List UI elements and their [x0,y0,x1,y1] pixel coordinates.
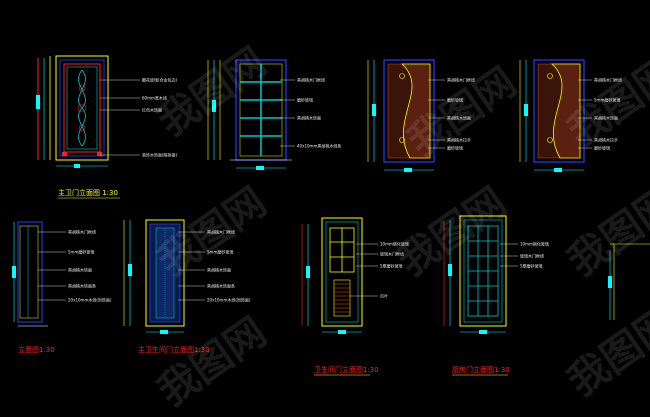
label-v7-2: 玻璃木门框线 [380,251,404,257]
label-v5-3: 黑胡桃木饰面 [68,267,92,273]
label-v7-4: 百叶 [380,293,388,299]
label-v6-2: 5mm磨砂玻璃 [207,249,233,255]
door-elevation-2: 黑胡桃木门框线 磨砂玻璃 黑胡桃木饰面 40x10mm黑胡桃木线条 [207,59,341,170]
label-v7-3: 5厚磨砂玻璃 [380,263,403,269]
door-elevation-3: 黑胡桃木门框线 磨砂玻璃 黑胡桃木饰面 黑胡桃木拉手 磨砂玻璃 [367,59,475,172]
label-v4-1: 黑胡桃木门框线 [594,77,622,83]
label-v8-1: 10mm钢化玻璃 [520,241,549,247]
door-elevation-7: 10mm钢化玻璃 玻璃木门框线 5厚磨砂玻璃 百叶 卫生间门立面图1:30 [301,217,409,376]
label-v3-4: 黑胡桃木拉手 [447,137,471,143]
door-elevation-6: 黑胡桃木门框线 5mm磨砂玻璃 黑胡桃木饰面 黑胡桃木饰面条 20x10mm木线… [123,219,251,354]
label-v4-4: 黑胡桃木拉手 [594,137,618,143]
label-v5-4: 黑胡桃木饰面条 [68,283,96,289]
label-v4-3: 黑胡桃木饰面 [594,115,618,121]
door-elevation-8: 10mm钢化玻璃 玻璃木门框线 5厚磨砂玻璃 厨房门立面图1:30 [443,215,549,376]
title-master-bath-door: 主卫生间门立面图1:30 [138,345,210,354]
label-v6-3: 黑胡桃木饰面 [207,267,231,273]
label-v5-1: 黑胡桃木门框线 [68,229,96,235]
label-v6-4: 黑胡桃木饰面条 [207,283,235,289]
label-v5-2: 5mm磨砂玻璃 [68,249,94,255]
label-v1-4: 装饰木饰面(暗拼接) [142,152,178,158]
label-v3-2: 磨砂玻璃 [447,97,463,103]
title-bathroom-door: 卫生间门立面图1:30 [314,365,379,374]
door-elevation-9-partial [608,243,650,320]
label-v3-1: 黑胡桃木门框线 [447,77,475,83]
label-v6-5: 20x10mm木线(同饰面) [207,297,251,303]
label-v2-4: 40x10mm黑胡桃木线条 [297,143,341,149]
label-v1-1: 雕花玻璃(合金包边) [142,77,178,83]
label-v5-5: 20x10mm木线(同饰面) [68,297,112,303]
label-v3-5: 磨砂玻璃 [447,145,463,151]
label-v8-2: 玻璃木门框线 [520,253,544,259]
title-kitchen-door: 厨房门立面图1:30 [452,365,510,374]
door-elevation-1: 雕花玻璃(合金包边) 60mm宽木线 红色木饰面 装饰木饰面(暗拼接) 主卫门立… [36,55,178,199]
label-v2-1: 黑胡桃木门框线 [297,77,325,83]
label-v4-5: 磨砂玻璃 [594,145,610,151]
label-v7-1: 10mm钢化玻璃 [380,241,409,247]
title-main-bath-door: 主卫门立面图 1:30 [58,188,118,197]
door-elevation-4: 黑胡桃木门框线 5mm磨砂玻璃 黑胡桃木饰面 黑胡桃木拉手 磨砂玻璃 [519,59,622,172]
label-v4-2: 5mm磨砂玻璃 [594,97,620,103]
label-v8-3: 5厚磨砂玻璃 [520,263,543,269]
label-v1-3: 红色木饰面 [142,107,162,113]
label-v1-2: 60mm宽木线 [142,95,167,101]
title-elevation: 立面图1:30 [18,345,55,354]
label-v2-3: 黑胡桃木饰面 [297,115,321,121]
label-v6-1: 黑胡桃木门框线 [207,229,235,235]
label-v2-2: 磨砂玻璃 [297,97,313,103]
label-v3-3: 黑胡桃木饰面 [447,115,471,121]
door-elevation-5: 黑胡桃木门框线 5mm磨砂玻璃 黑胡桃木饰面 黑胡桃木饰面条 20x10mm木线… [12,221,112,354]
